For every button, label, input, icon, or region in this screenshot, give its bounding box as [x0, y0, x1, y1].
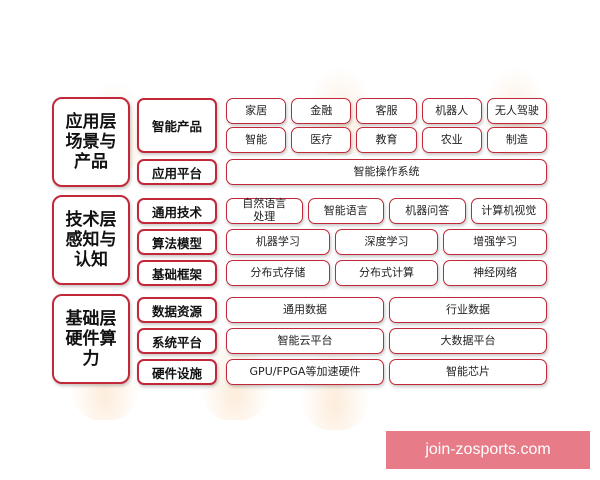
layer-label: 基础层 硬件算 力: [52, 294, 130, 384]
tech-item: 农业: [421, 127, 482, 153]
category-label: 硬件设施: [137, 359, 217, 385]
tech-item: 自然语言 处理: [226, 198, 303, 224]
layer-label: 应用层 场景与 产品: [52, 97, 130, 187]
tech-item: 分布式存储: [226, 260, 330, 286]
tech-item: 金融: [291, 98, 352, 124]
category-label: 系统平台: [137, 328, 217, 354]
category-label: 算法模型: [137, 229, 217, 255]
category-label: 智能产品: [137, 98, 217, 153]
category-label: 数据资源: [137, 297, 217, 323]
tech-item: 机器学习: [226, 229, 330, 255]
tech-item: 机器人: [421, 98, 482, 124]
tech-item: 通用数据: [226, 297, 384, 323]
tech-item: 无人驾驶: [486, 98, 547, 124]
tech-item: 客服: [356, 98, 417, 124]
tech-item: 制造: [486, 127, 547, 153]
tech-item: 智能云平台: [226, 328, 384, 354]
category-label: 基础框架: [137, 260, 217, 286]
tech-item: 智能芯片: [389, 359, 547, 385]
category-label: 通用技术: [137, 198, 217, 224]
tech-item: 增强学习: [443, 229, 547, 255]
category-label: 应用平台: [137, 159, 217, 185]
tech-item: 智能: [226, 127, 287, 153]
watermark-logo: [300, 340, 370, 430]
tech-item: 智能语言: [307, 198, 384, 224]
tech-item: 深度学习: [334, 229, 439, 255]
tech-item: 家居: [226, 98, 287, 124]
tech-item: 医疗: [291, 127, 352, 153]
tech-item: 教育: [356, 127, 417, 153]
tech-item: GPU/FPGA等加速硬件: [226, 359, 384, 385]
site-banner-text: join-zosports.com: [425, 441, 551, 458]
tech-item: 行业数据: [389, 297, 547, 323]
layer-label: 技术层 感知与 认知: [52, 195, 130, 285]
tech-item: 机器问答: [389, 198, 466, 224]
tech-item: 智能操作系统: [226, 159, 547, 185]
tech-item: 分布式计算: [334, 260, 439, 286]
site-banner: join-zosports.com: [386, 431, 590, 469]
tech-item: 神经网络: [443, 260, 547, 286]
tech-item: 大数据平台: [389, 328, 547, 354]
tech-item: 计算机视觉: [470, 198, 547, 224]
